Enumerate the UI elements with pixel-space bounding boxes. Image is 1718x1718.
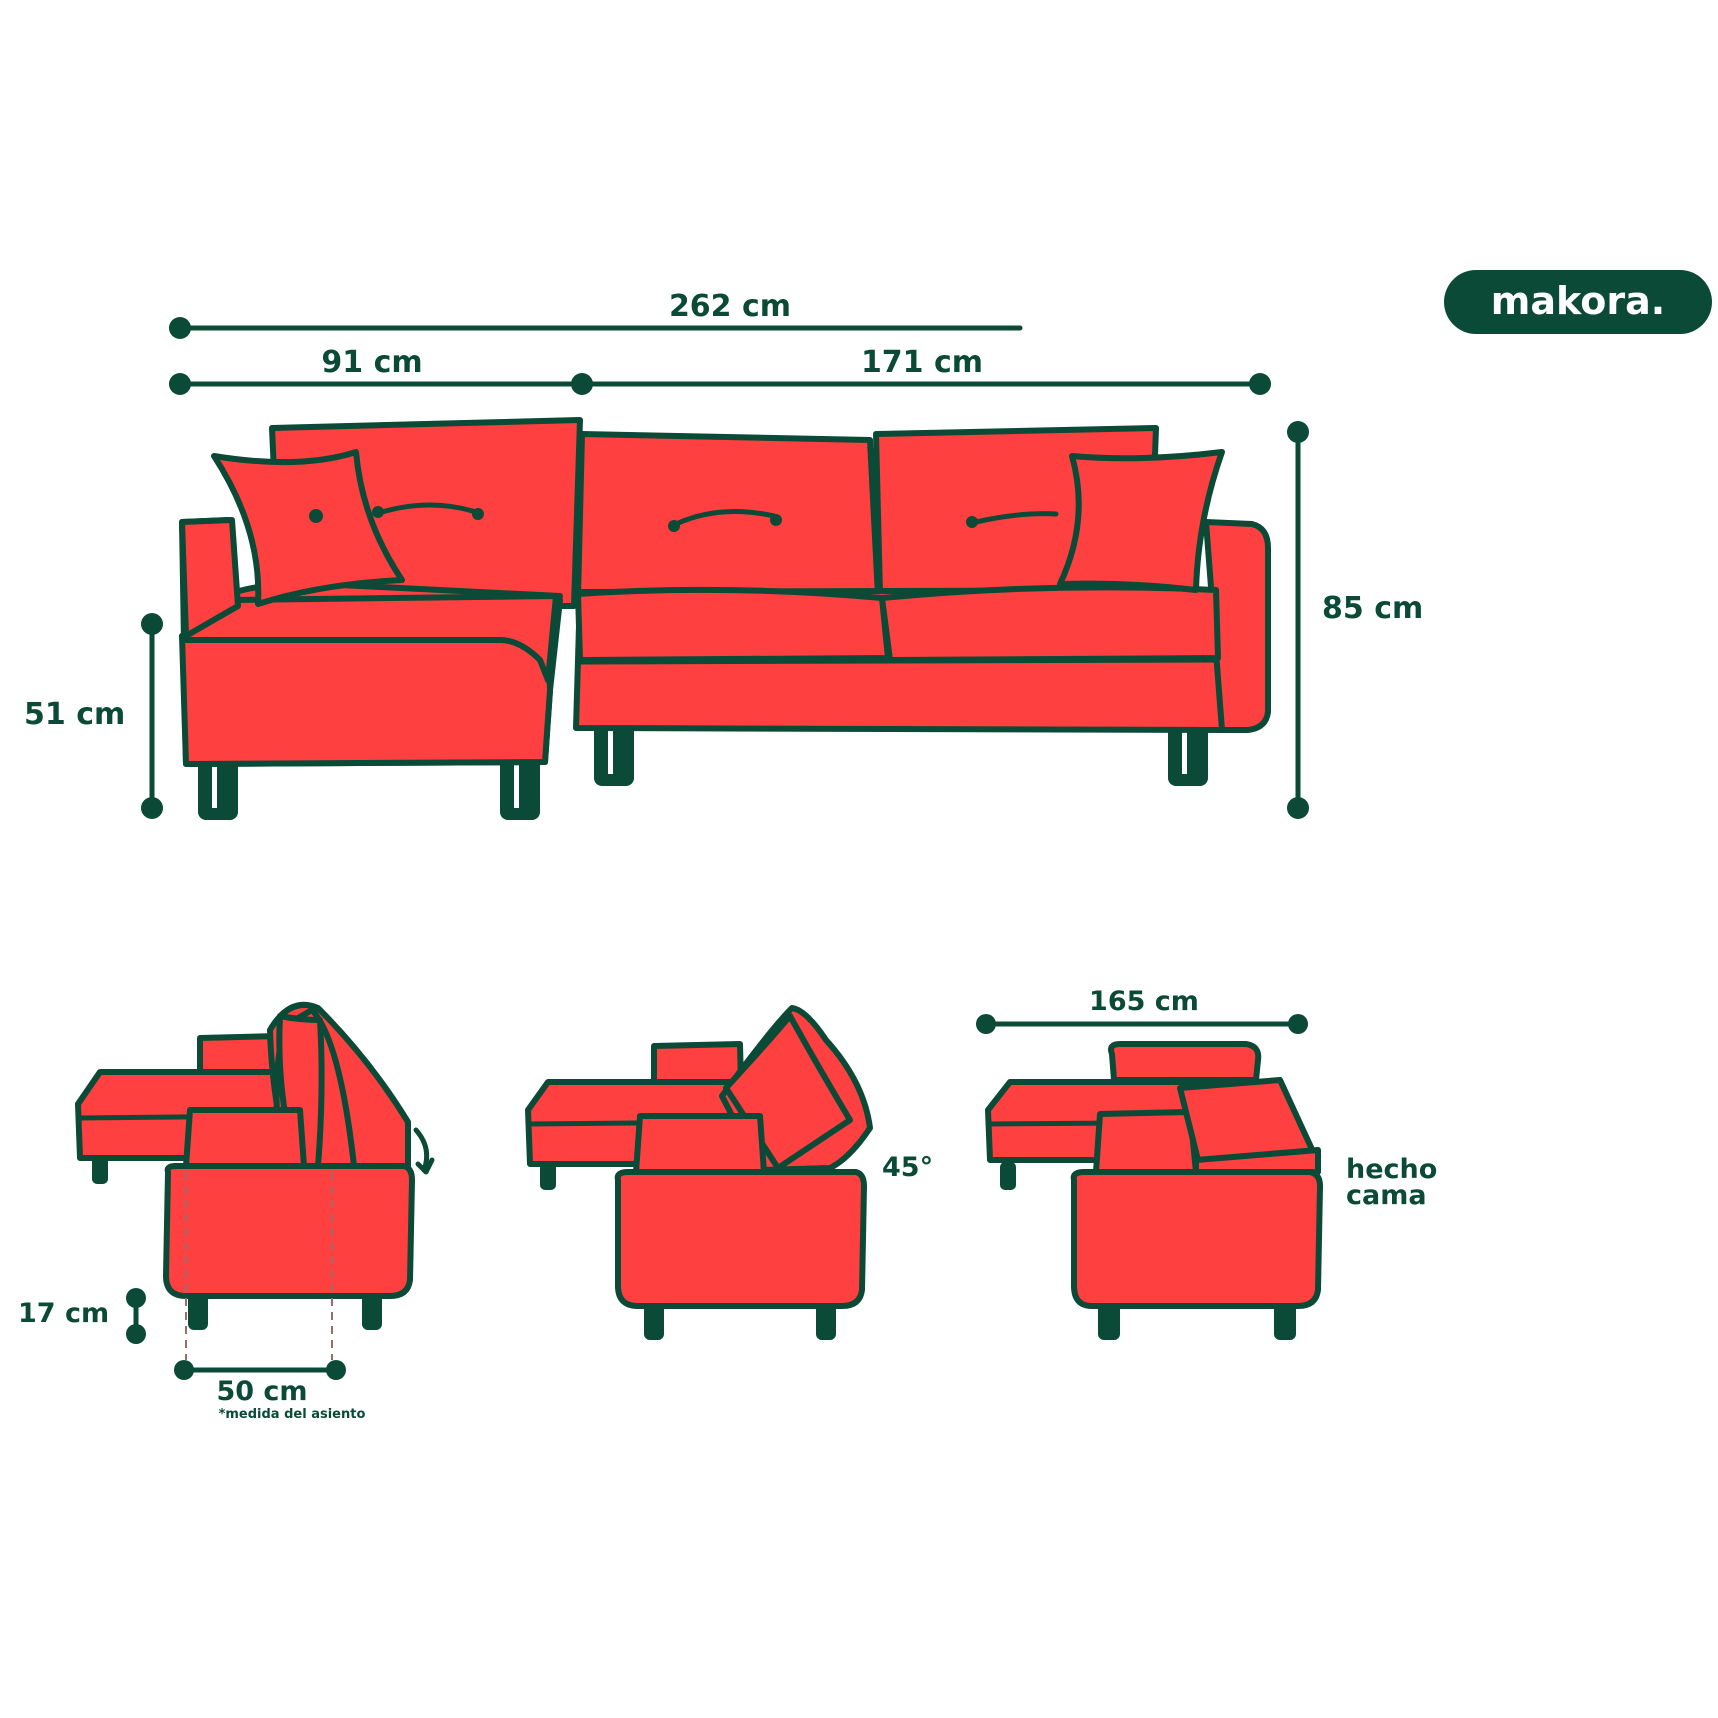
- dim-leg-height: 17 cm: [18, 1288, 146, 1344]
- label-seat-height: 51 cm: [24, 697, 125, 732]
- label-seat-depth: 50 cm: [216, 1376, 307, 1407]
- label-total-height: 85 cm: [1322, 591, 1423, 626]
- label-bed-mode-line2: cama: [1346, 1180, 1427, 1211]
- label-recline-angle: 45°: [882, 1152, 933, 1183]
- dim-total-height: 85 cm: [1287, 421, 1423, 819]
- label-sofa-width: 171 cm: [861, 345, 983, 380]
- label-total-width: 262 cm: [669, 289, 791, 324]
- dim-seat-depth: 50 cm *medida del asiento: [174, 1360, 365, 1422]
- dim-bed-width: 165 cm: [976, 986, 1308, 1034]
- dim-chaise-width: 91 cm: [169, 345, 593, 395]
- label-chaise-width: 91 cm: [321, 345, 422, 380]
- dim-sofa-width: 171 cm: [579, 345, 1271, 395]
- label-seat-depth-note: *medida del asiento: [219, 1407, 366, 1422]
- sofa-front-view: [179, 417, 1271, 820]
- brand-logo: makora.: [1444, 270, 1712, 334]
- sofa-side-view-reclined: 45°: [525, 1005, 933, 1340]
- dim-seat-height: 51 cm: [24, 613, 163, 819]
- sofa-side-view-bed: hecho cama: [985, 1041, 1437, 1340]
- dim-total-width: 262 cm: [169, 289, 1023, 339]
- label-leg-height: 17 cm: [18, 1298, 109, 1329]
- legs-front: [198, 716, 1208, 820]
- brand-logo-text: makora.: [1491, 279, 1665, 323]
- sofa-side-view-upright: [75, 1001, 435, 1360]
- label-bed-width: 165 cm: [1089, 986, 1199, 1017]
- label-bed-mode-line1: hecho: [1346, 1154, 1437, 1185]
